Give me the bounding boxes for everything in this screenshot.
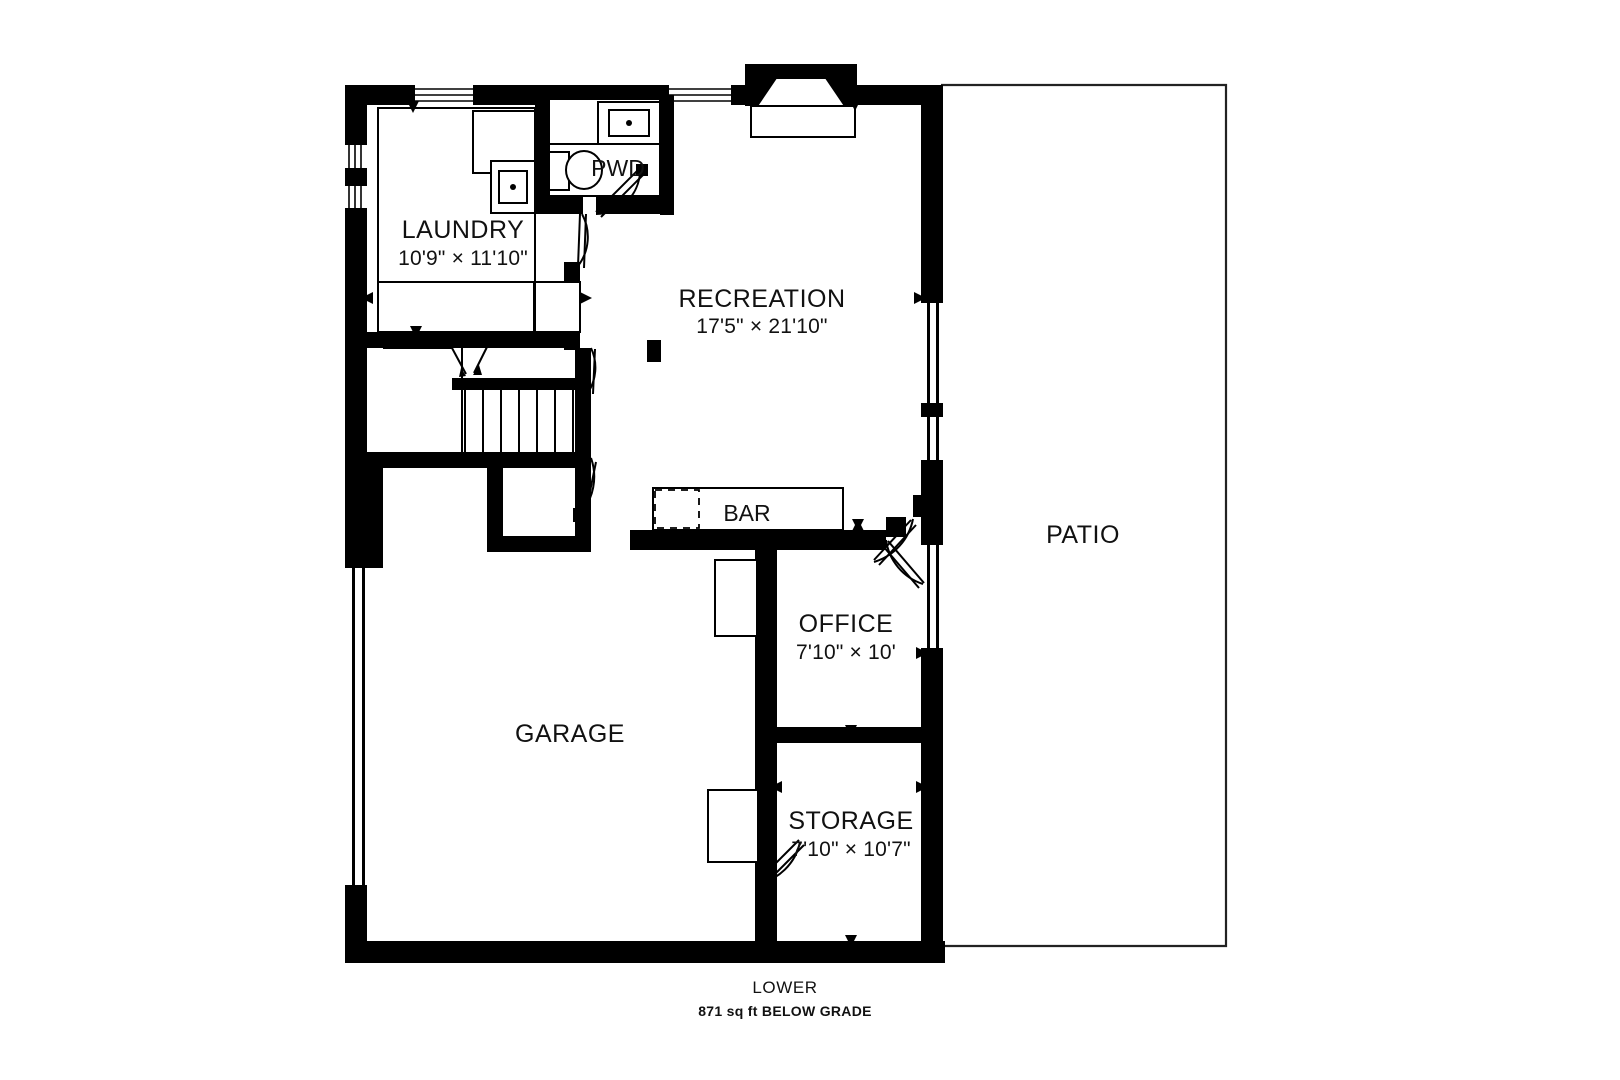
room-label-pwd: PWD [591,155,645,181]
bay-window [750,77,856,138]
room-label-office: OFFICE [799,610,894,638]
laundry-fixtures [377,107,581,333]
stairs-icon [383,344,574,452]
room-label-garage: GARAGE [515,720,625,748]
pwd-fixtures [548,98,661,197]
dimension-ticks [361,99,928,947]
room-dim-storage: 7'10" × 10'7" [791,838,911,861]
room-label-bar: BAR [723,500,770,526]
room-dim-office: 7'10" × 10' [796,641,896,664]
room-label-recreation: RECREATION [678,285,845,313]
windows-group [348,88,731,208]
room-dim-laundry: 10'9" × 11'10" [398,247,528,270]
office-closet-box [714,559,758,637]
room-dim-recreation: 17'5" × 21'10" [696,315,827,338]
bar-counter [652,487,844,531]
storage-closet-box [707,789,759,863]
closet-boxes [707,559,759,863]
caption-area: 871 sq ft BELOW GRADE [698,1003,872,1019]
room-label-storage: STORAGE [788,807,913,835]
plan-caption: LOWER 871 sq ft BELOW GRADE [698,978,872,1019]
laundry-counter [377,281,535,333]
room-label-patio: PATIO [1046,521,1120,549]
doors-group [573,164,925,888]
room-labels: LAUNDRY 10'9" × 11'10" PWD RECREATION 17… [398,155,1120,861]
caption-level: LOWER [752,978,817,997]
patio-outline [941,83,1228,948]
toilet-bowl-icon [565,150,603,190]
room-label-laundry: LAUNDRY [402,216,525,244]
